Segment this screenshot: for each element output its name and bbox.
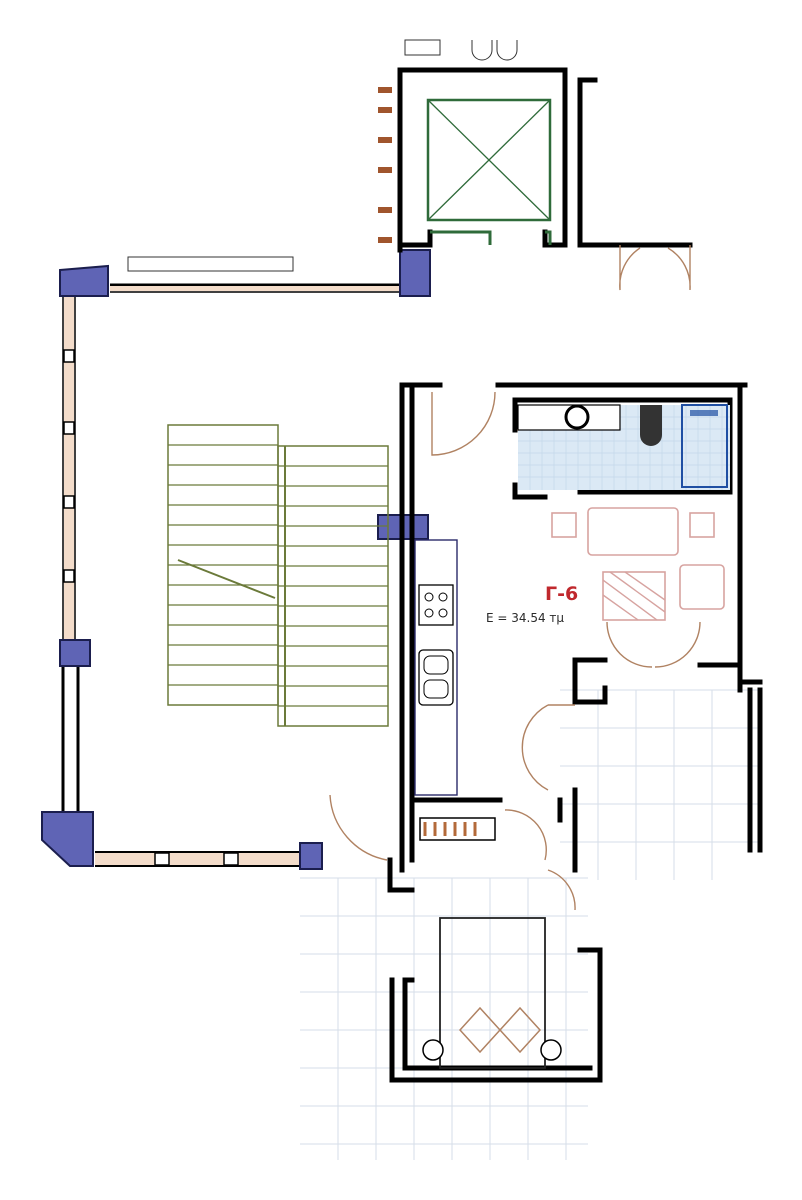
living-furniture [551, 507, 725, 621]
unit-area: Е = 34.54 тμ [486, 611, 564, 625]
stairwell-walls [61, 283, 400, 867]
bedroom-furniture [419, 817, 562, 1069]
top-fixtures [127, 39, 518, 272]
kitchen-counter [414, 539, 458, 796]
staircase [167, 424, 389, 727]
structural-columns [41, 249, 431, 870]
unit-walls [387, 382, 763, 1083]
elevator-shaft [397, 67, 693, 291]
unit-code: Г-6 [545, 583, 578, 605]
terrace-tiles-right [560, 689, 760, 880]
bathroom [517, 404, 730, 490]
